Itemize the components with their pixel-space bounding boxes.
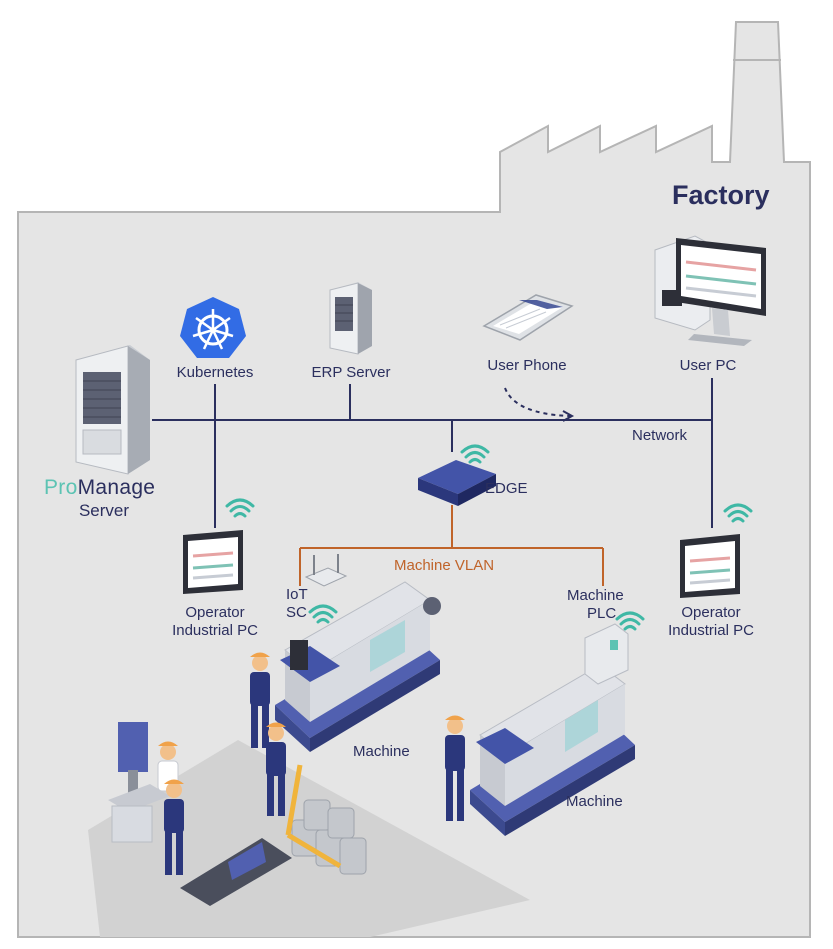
label-edge: EDGE [485,480,528,497]
label-kubernetes: Kubernetes [176,364,254,381]
label-machine-left: Machine [353,743,410,760]
erp-server-icon [329,282,372,355]
brand-logo: ProManage [44,476,155,500]
server-tower-icon [75,345,150,475]
label-erp-server: ERP Server [311,364,391,381]
worker-figure [250,652,270,748]
machine-left-icon [275,581,441,752]
iot-router-icon [304,554,348,587]
workbench-icon [180,838,292,906]
machine-right-icon [470,623,635,836]
gear-stack-icon [291,799,367,875]
wifi-icon-operator-left [225,498,255,518]
label-user-pc: User PC [679,357,737,374]
diagram-title: Factory [672,180,770,210]
label-iot: IoT [286,586,308,603]
label-server: Server [78,501,130,520]
network-bus [152,378,713,528]
drill-press-icon [108,722,170,843]
label-network: Network [632,427,688,444]
label-user-phone: User Phone [487,357,567,374]
label-machine-plc-2: PLC [587,605,617,622]
brand-suffix: Manage [77,476,156,499]
label-machine-vlan: Machine VLAN [394,557,495,574]
wireless-arrow-head [562,410,575,422]
worker-figure [164,779,184,875]
wifi-icon-plc [615,611,645,631]
wifi-icon-operator-right [723,503,753,523]
operator-industrial-pc-left-icon [183,530,243,594]
label-machine-right: Machine [566,793,623,810]
edge-device-icon [418,460,496,506]
label-operator-pc-right-1: Operator [681,604,741,621]
label-machine-plc-1: Machine [567,587,624,604]
label-sc: SC [286,604,307,621]
user-pc-icon [654,235,766,346]
vlan-lines [299,505,604,586]
pallet-jack-icon [285,764,342,869]
user-phone-icon [482,294,574,341]
brand-prefix: Pro [44,476,78,499]
wireless-link-phone [504,387,571,417]
wifi-icon-iot [308,604,338,624]
worker-figure [266,722,286,816]
operator-industrial-pc-right-icon [680,534,740,598]
label-operator-pc-left-2: Industrial PC [172,622,258,639]
edge-wifi-icon [460,444,490,464]
label-operator-pc-left-1: Operator [185,604,245,621]
kubernetes-icon [180,297,246,358]
worker-figure [445,715,465,821]
label-operator-pc-right-2: Industrial PC [668,622,754,639]
